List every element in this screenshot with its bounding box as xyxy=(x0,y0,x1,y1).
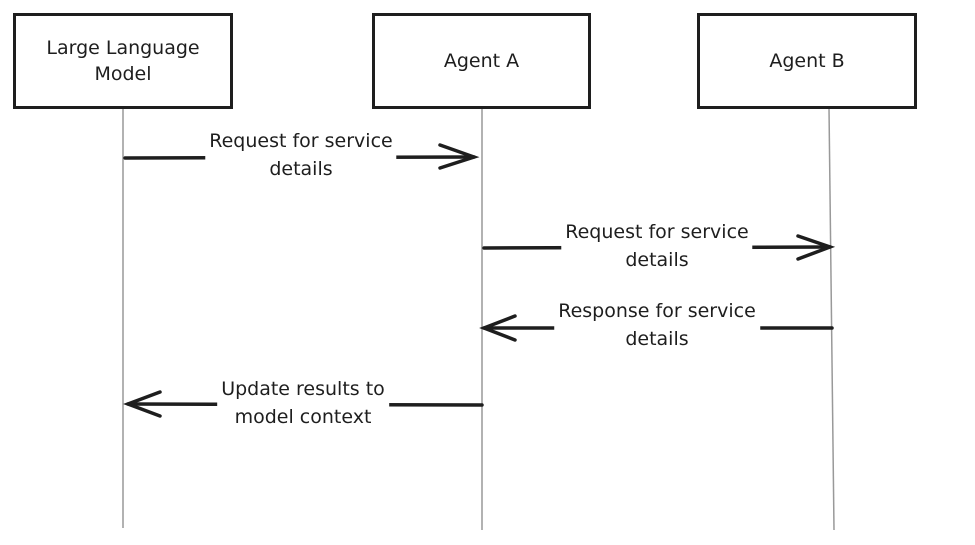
label-line: details xyxy=(625,249,689,271)
participant-label: Large Language Model xyxy=(46,37,200,85)
message-label-2: Request for service details xyxy=(561,218,753,274)
participant-llm: Large Language Model xyxy=(13,13,233,109)
label-line: model context xyxy=(234,406,372,428)
label-line: Response for service xyxy=(558,300,756,322)
lifeline-agent-b xyxy=(828,107,835,531)
participant-label: Agent A xyxy=(443,50,520,72)
label-line: Update results to xyxy=(221,378,385,400)
label-line: details xyxy=(625,328,689,350)
participant-label: Agent B xyxy=(769,50,845,72)
message-label-1: Request for service details xyxy=(205,127,397,183)
label-line: Request for service xyxy=(209,130,393,152)
message-label-3: Response for service details xyxy=(554,297,760,353)
participant-agent-b: Agent B xyxy=(697,13,917,109)
participant-agent-a: Agent A xyxy=(372,13,591,109)
label-line: details xyxy=(269,158,333,180)
label-line: Request for service xyxy=(565,221,749,243)
message-label-4: Update results to model context xyxy=(217,375,389,431)
